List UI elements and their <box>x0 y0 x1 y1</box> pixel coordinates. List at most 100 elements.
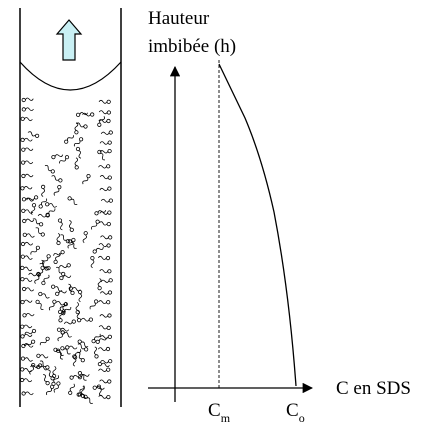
surfactant-molecule-icon <box>72 354 77 367</box>
surfactant-molecule-icon <box>26 195 39 201</box>
surfactant-molecule-icon <box>68 220 74 232</box>
surfactant-molecule-icon <box>77 290 83 303</box>
tick-co: Co <box>286 400 305 425</box>
surfactant-molecule-icon <box>41 259 49 271</box>
surfactant-molecule-icon <box>60 234 71 244</box>
surfactant-molecule-icon <box>75 302 80 315</box>
surfactant-molecule-icon <box>99 334 113 339</box>
surfactant-molecule-icon <box>36 353 49 359</box>
surfactant-molecule-icon <box>96 384 102 397</box>
surfactant-molecule-icon <box>20 265 33 272</box>
surfactant-molecule-icon <box>94 210 107 216</box>
surfactant-molecule-icon <box>57 218 63 231</box>
x-axis-label: C en SDS <box>336 378 411 399</box>
tick-cm-sub: m <box>221 411 231 425</box>
surfactant-molecule-icon <box>34 272 41 284</box>
surfactant-molecule-icon <box>44 164 55 174</box>
surfactant-molecule-icon <box>27 131 40 138</box>
surfactant-molecule-icon <box>30 203 37 216</box>
surfactant-molecule-icon <box>83 394 93 404</box>
surfactant-molecule-icon <box>51 375 59 386</box>
surfactant-molecule-icon <box>98 243 111 248</box>
surfactant-molecule-icon <box>97 255 111 261</box>
surfactant-molecule-icon <box>32 218 44 227</box>
surfactant-molecule-icon <box>89 299 99 310</box>
surfactant-molecule-icon <box>98 118 111 124</box>
surfactant-molecule-icon <box>57 330 65 342</box>
surfactant-molecule-icon <box>60 346 71 355</box>
surfactant-molecule-icon <box>41 274 50 286</box>
surfactant-molecule-icon <box>20 333 33 339</box>
tick-co-main: C <box>286 400 299 421</box>
surfactant-molecule-icon <box>64 135 74 144</box>
surfactant-molecule-icon <box>20 367 33 373</box>
surfactant-molecule-icon <box>23 339 36 347</box>
surfactant-molecule-icon <box>99 379 112 384</box>
surfactant-molecule-icon <box>59 155 70 164</box>
surfactant-molecule-icon <box>51 175 63 183</box>
surfactant-molecule-icon <box>98 367 111 372</box>
surfactant-molecule-icon <box>59 275 72 281</box>
surfactant-molecule-icon <box>92 385 105 390</box>
surfactant-molecule-icon <box>21 391 34 396</box>
surfactant-molecule-icon <box>53 185 62 196</box>
surfactant-molecule-icon <box>38 198 48 209</box>
surfactant-molecule-icon <box>20 324 33 329</box>
surfactant-molecule-icon <box>98 300 111 305</box>
surfactant-molecule-icon <box>68 283 75 295</box>
surfactant-molecule-icon <box>30 245 41 255</box>
surfactant-molecule-icon <box>21 197 35 202</box>
surfactant-molecule-icon <box>95 337 107 344</box>
surfactant-molecule-icon <box>35 227 45 237</box>
surfactant-molecules <box>20 97 114 404</box>
surfactant-molecule-icon <box>22 312 35 318</box>
surfactant-molecule-icon <box>64 319 76 325</box>
surfactant-molecule-icon <box>48 299 57 311</box>
surfactant-molecule-icon <box>21 343 34 349</box>
surfactant-molecule-icon <box>22 232 35 238</box>
profile-graph: Hauteur imbibée (h) C en SDS Cm Co <box>148 8 411 425</box>
surfactant-molecule-icon <box>21 160 34 165</box>
liquid-meniscus <box>19 61 122 91</box>
surfactant-molecule-icon <box>56 266 66 277</box>
surfactant-molecule-icon <box>65 345 78 350</box>
y-axis-label-line2: imbibée (h) <box>148 36 236 57</box>
surfactant-molecule-icon <box>75 122 88 129</box>
surfactant-molecule-icon <box>56 232 61 246</box>
surfactant-molecule-icon <box>100 130 113 135</box>
surfactant-molecule-icon <box>38 291 50 299</box>
surfactant-molecule-icon <box>97 116 105 127</box>
surfactant-molecule-icon <box>100 359 113 364</box>
surfactant-molecule-icon <box>99 140 112 145</box>
surfactant-molecule-icon <box>58 263 71 269</box>
surfactant-molecule-icon <box>99 210 112 215</box>
surfactant-molecule-icon <box>39 360 50 370</box>
surfactant-molecule-icon <box>99 269 112 274</box>
surfactant-molecule-icon <box>98 325 111 330</box>
surfactant-molecule-icon <box>20 186 33 191</box>
surfactant-molecule-icon <box>55 290 67 296</box>
surfactant-molecule-icon <box>20 299 33 305</box>
surfactant-molecule-icon <box>42 254 51 265</box>
surfactant-molecule-icon <box>90 256 95 269</box>
surfactant-molecule-icon <box>21 173 34 179</box>
surfactant-molecule-icon <box>22 286 35 292</box>
surfactant-molecule-icon <box>91 219 100 230</box>
surfactant-molecule-icon <box>20 137 33 142</box>
surfactant-molecule-icon <box>99 175 112 180</box>
surfactant-molecule-icon <box>77 343 89 352</box>
surfactant-molecule-icon <box>20 254 33 260</box>
surfactant-molecule-icon <box>20 277 33 282</box>
surfactant-molecule-icon <box>98 110 112 115</box>
surfactant-molecule-icon <box>22 218 35 224</box>
surfactant-molecule-icon <box>93 346 99 359</box>
surfactant-molecule-icon <box>74 157 79 170</box>
tick-cm: Cm <box>208 400 231 425</box>
surfactant-molecule-icon <box>99 290 113 295</box>
surfactant-molecule-icon <box>97 346 111 352</box>
surfactant-molecule-icon <box>99 313 112 318</box>
surfactant-molecule-icon <box>82 112 95 117</box>
capillary-tube <box>19 8 122 407</box>
surfactant-molecule-icon <box>39 336 50 346</box>
up-arrow-icon <box>55 19 83 61</box>
